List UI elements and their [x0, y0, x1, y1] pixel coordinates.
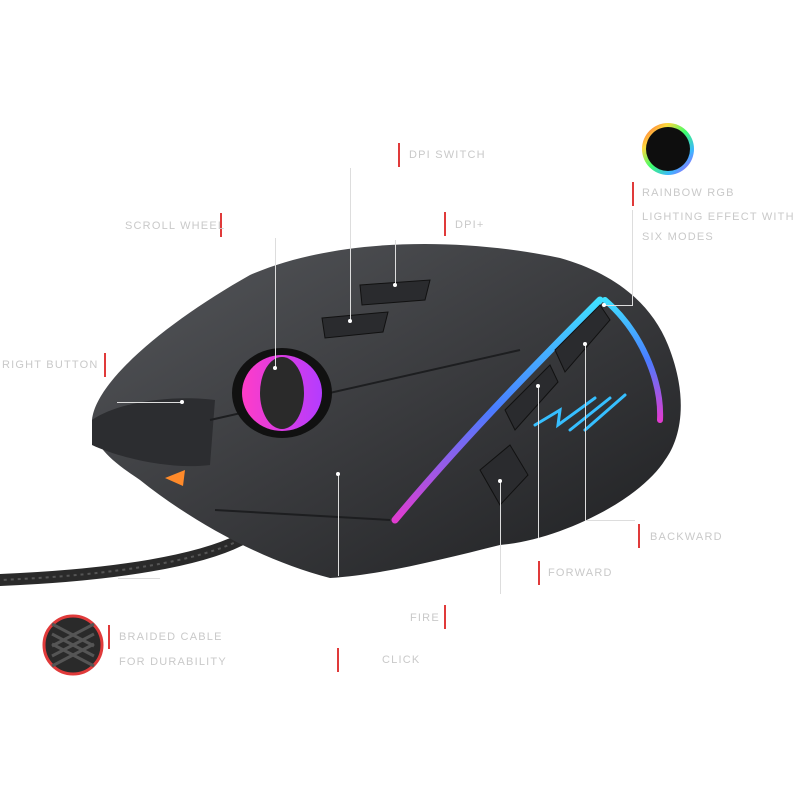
tick-dpi-switch: [398, 143, 400, 167]
callout-scroll-wheel: SCROLL WHEEL: [125, 220, 226, 232]
callout-rgb-line1: RAINBOW RGB: [642, 187, 735, 199]
tick-cable: [108, 625, 110, 649]
tick-right-button: [104, 353, 106, 377]
tick-fire: [444, 605, 446, 629]
callout-left-button: CLICK: [382, 654, 421, 666]
tick-backward: [638, 524, 640, 548]
callout-dpi-switch: DPI SWITCH: [409, 149, 486, 161]
tick-forward: [538, 561, 540, 585]
callout-cable-line1: BRAIDED CABLE: [119, 631, 223, 643]
callout-fire: FIRE: [410, 612, 440, 624]
tick-scroll-wheel: [220, 213, 222, 237]
braided-cable-icon: [42, 614, 104, 676]
callout-forward: FORWARD: [548, 567, 613, 579]
callout-dpi-plus: DPI+: [455, 219, 485, 231]
callout-rgb-line3: SIX MODES: [642, 231, 714, 243]
tick-dpi-plus: [444, 212, 446, 236]
callout-right-button: RIGHT BUTTON: [2, 359, 99, 371]
callout-backward: BACKWARD: [650, 531, 723, 543]
tick-rgb: [632, 182, 634, 206]
tick-left-button: [337, 648, 339, 672]
callout-rgb-line2: LIGHTING EFFECT WITH: [642, 211, 795, 223]
callout-cable-line2: FOR DURABILITY: [119, 656, 227, 668]
rgb-ring-icon: [642, 123, 694, 175]
